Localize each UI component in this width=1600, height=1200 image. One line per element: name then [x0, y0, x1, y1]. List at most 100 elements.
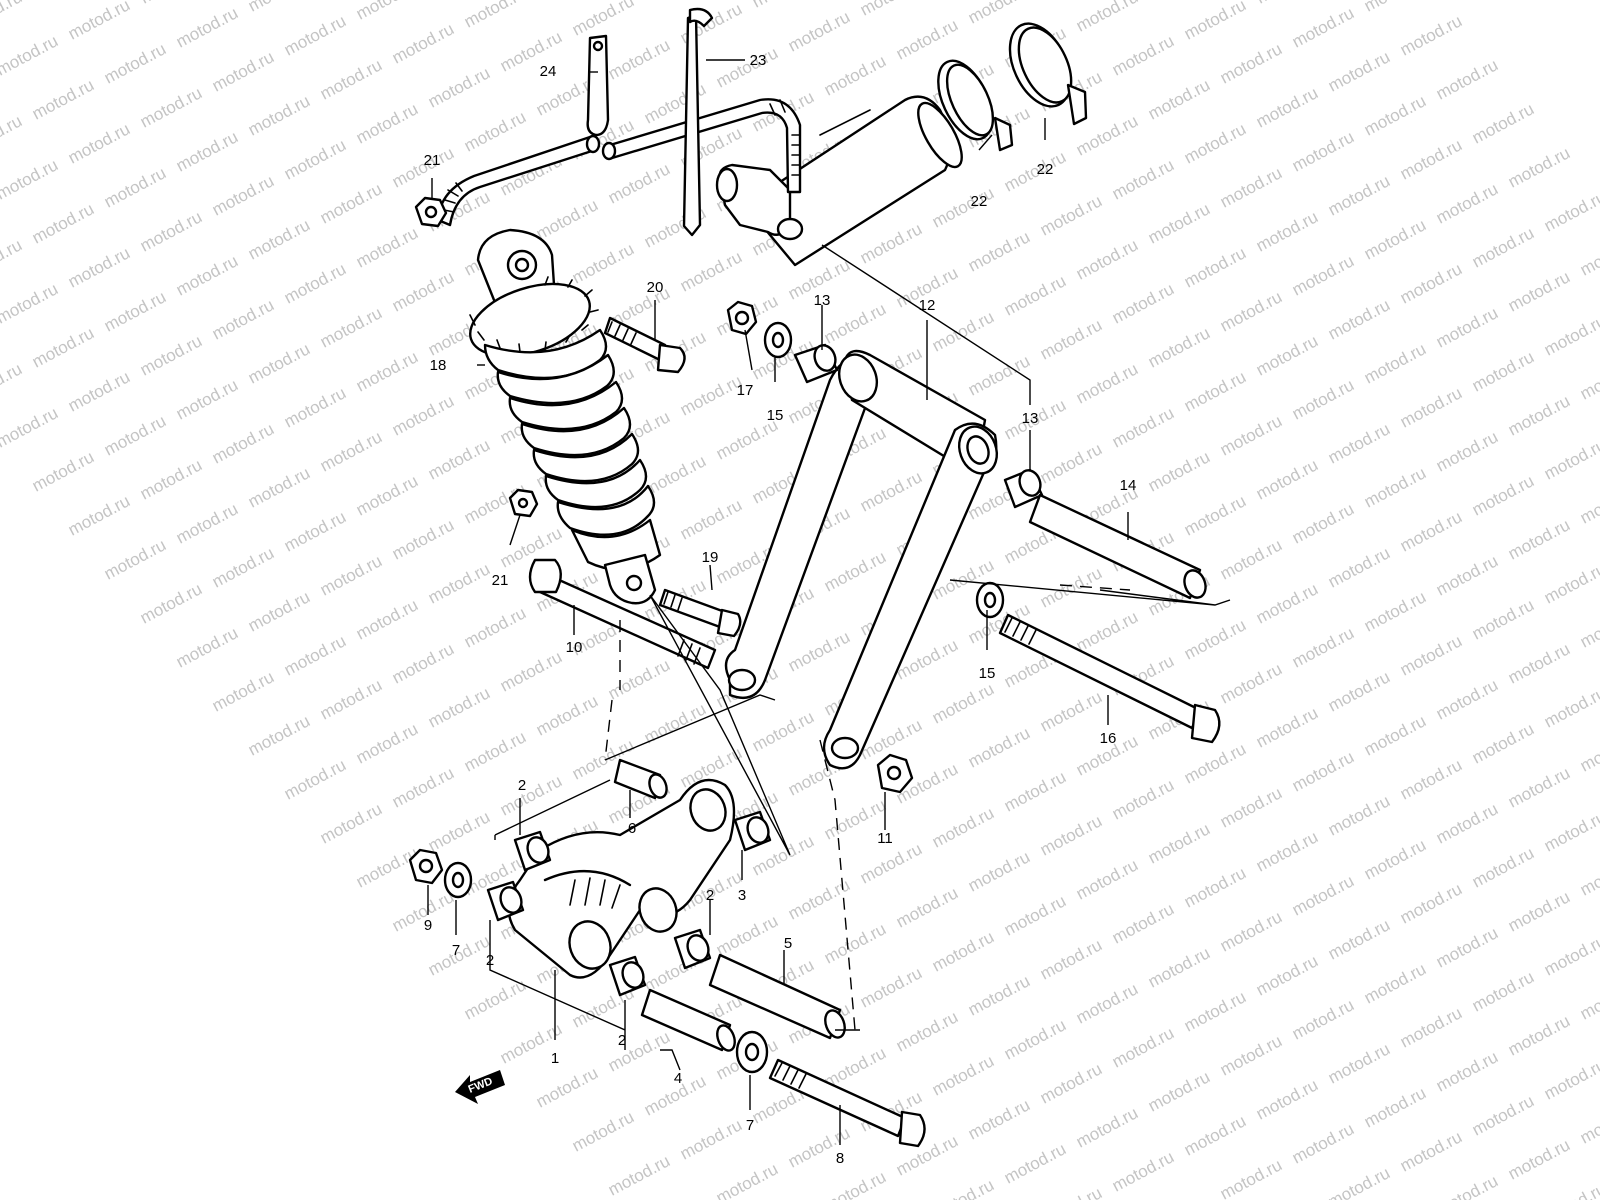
- callout-5: 5: [784, 935, 792, 952]
- watermark-text: motod.ru: [1505, 1135, 1573, 1183]
- watermark-text: motod.ru: [389, 639, 457, 687]
- watermark-text: motod.ru: [1145, 323, 1213, 371]
- watermark-text: motod.ru: [1541, 559, 1600, 607]
- callout-13-upper: 13: [814, 292, 831, 309]
- watermark-text: motod.ru: [1073, 855, 1141, 903]
- watermark-text: motod.ru: [893, 883, 961, 931]
- watermark-text: motod.ru: [1541, 1179, 1600, 1200]
- spacer-5: [708, 953, 842, 1040]
- watermark-text: motod.ru: [317, 303, 385, 351]
- watermark-text: motod.ru: [425, 63, 493, 111]
- watermark-text: motod.ru: [353, 595, 421, 643]
- watermark-text: motod.ru: [929, 307, 997, 355]
- watermark-text: motod.ru: [929, 927, 997, 975]
- watermark-text: motod.ru: [677, 1115, 745, 1163]
- cable-tie-23: [682, 13, 702, 237]
- watermark-text: motod.ru: [209, 47, 277, 95]
- watermark-text: motod.ru: [749, 0, 817, 12]
- watermark-text: motod.ru: [1289, 499, 1357, 547]
- watermark-text: motod.ru: [1397, 383, 1465, 431]
- watermark-text: motod.ru: [1397, 11, 1465, 59]
- watermark-text: motod.ru: [29, 199, 97, 247]
- leader-lines: [427, 59, 1231, 1145]
- watermark-text: motod.ru: [677, 495, 745, 543]
- cushion-lever-body: [507, 778, 736, 979]
- watermark-text: motod.ru: [785, 875, 853, 923]
- callout-13-right: 13: [1022, 410, 1039, 427]
- watermark-text: motod.ru: [353, 223, 421, 271]
- watermark-text: motod.ru: [1109, 31, 1177, 79]
- watermark-text: motod.ru: [281, 383, 349, 431]
- watermark-text: motod.ru: [1001, 891, 1069, 939]
- watermark-text: motod.ru: [1073, 1103, 1141, 1151]
- callout-1: 1: [551, 1050, 559, 1067]
- watermark-text: motod.ru: [317, 179, 385, 227]
- watermark-text: motod.ru: [1145, 447, 1213, 495]
- watermark-text: motod.ru: [65, 367, 133, 415]
- watermark-text: motod.ru: [677, 371, 745, 419]
- watermark-text: motod.ru: [569, 1107, 637, 1155]
- watermark-text: motod.ru: [533, 691, 601, 739]
- watermark-text: motod.ru: [1325, 295, 1393, 343]
- watermark-text: motod.ru: [605, 35, 673, 83]
- watermark-text: motod.ru: [1001, 767, 1069, 815]
- watermark-text: motod.ru: [1037, 811, 1105, 859]
- watermark-text: motod.ru: [137, 83, 205, 131]
- watermark-text: motod.ru: [821, 299, 889, 347]
- watermark-text: motod.ru: [1253, 579, 1321, 627]
- watermark-text: motod.ru: [101, 535, 169, 583]
- watermark-text: motod.ru: [1289, 995, 1357, 1043]
- watermark-text: motod.ru: [1325, 1163, 1393, 1200]
- watermark-text: motod.ru: [1289, 251, 1357, 299]
- watermark-text: motod.ru: [1541, 807, 1600, 855]
- watermark-text: motod.ru: [1145, 943, 1213, 991]
- reservoir-end: [917, 101, 963, 169]
- watermark-text: motod.ru: [209, 419, 277, 467]
- watermark-text: motod.ru: [1469, 223, 1537, 271]
- watermark-text: motod.ru: [1325, 1039, 1393, 1087]
- lever-boss-front: [568, 920, 612, 970]
- watermark-text: motod.ru: [317, 799, 385, 847]
- callout-7-bottom: 7: [746, 1117, 754, 1134]
- watermark-text: motod.ru: [1505, 515, 1573, 563]
- watermark-text: motod.ru: [1181, 615, 1249, 663]
- watermark-text: motod.ru: [1253, 83, 1321, 131]
- watermark-text: motod.ru: [1577, 231, 1600, 279]
- watermark-text: motod.ru: [1361, 587, 1429, 635]
- watermark-text: motod.ru: [857, 467, 925, 515]
- watermark-text: motod.ru: [1001, 1139, 1069, 1187]
- watermark-text: motod.ru: [1289, 623, 1357, 671]
- watermark-text: motod.ru: [857, 0, 925, 20]
- watermark-text: motod.ru: [965, 847, 1033, 895]
- watermark-text: motod.ru: [1397, 507, 1465, 555]
- callout-3: 3: [738, 887, 746, 904]
- watermark-text: motod.ru: [569, 239, 637, 287]
- watermark-text: motod.ru: [389, 515, 457, 563]
- watermark-text: motod.ru: [965, 1095, 1033, 1143]
- watermark-text: motod.ru: [173, 499, 241, 547]
- watermark-text: motod.ru: [1109, 775, 1177, 823]
- watermark-text: motod.ru: [821, 919, 889, 967]
- callout-labels: 24 23 21 22 22 20 13 12 18 17 15 13 14 1…: [424, 52, 1137, 1167]
- watermark-text: motod.ru: [137, 207, 205, 255]
- callout-22-left: 22: [971, 193, 988, 210]
- watermark-text: motod.ru: [65, 119, 133, 167]
- watermark-text: motod.ru: [1037, 439, 1105, 487]
- watermark-text: motod.ru: [1505, 267, 1573, 315]
- watermark-text: motod.ru: [605, 159, 673, 207]
- watermark-text: motod.ru: [1505, 763, 1573, 811]
- watermark-text: motod.ru: [1037, 935, 1105, 983]
- watermark-text: motod.ru: [893, 15, 961, 63]
- watermark-text: motod.ru: [1433, 55, 1501, 103]
- watermark-text: motod.ru: [1541, 187, 1600, 235]
- callout-14: 14: [1120, 477, 1137, 494]
- watermark-text: motod.ru: [1433, 551, 1501, 599]
- watermark-text: motod.ru: [749, 707, 817, 755]
- watermark-text: motod.ru: [425, 559, 493, 607]
- watermark-text: motod.ru: [1181, 119, 1249, 167]
- watermark-text: motod.ru: [893, 1007, 961, 1055]
- watermark-text: motod.ru: [137, 455, 205, 503]
- watermark-text: motod.ru: [1541, 311, 1600, 359]
- watermark-text: motod.ru: [1469, 967, 1537, 1015]
